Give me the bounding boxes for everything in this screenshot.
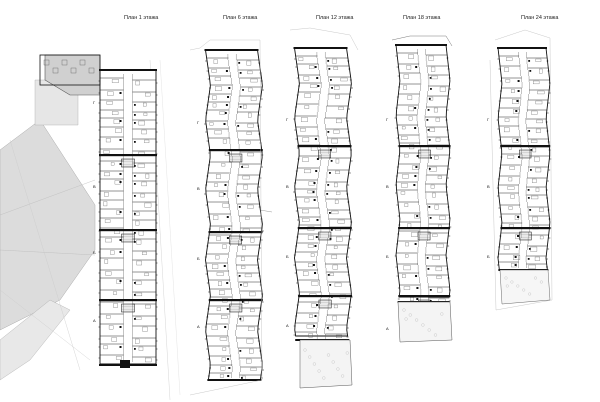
section-label-a: А: [286, 323, 289, 328]
section-label-b: Б: [386, 254, 389, 259]
section-label-v: В: [93, 184, 96, 189]
section-label-b: Б: [286, 254, 289, 259]
section-label-b: Б: [93, 250, 96, 255]
floor-plan-18: [394, 44, 452, 309]
section-label-a: А: [386, 326, 389, 331]
section-label-a: А: [93, 318, 96, 323]
terrace-floor-12: [289, 27, 359, 389]
section-label-b: Б: [197, 256, 200, 261]
section-label-v: В: [197, 186, 200, 191]
terrace-floor-24: [489, 29, 553, 311]
section-label-v: В: [286, 184, 289, 189]
plan-title-floor-18: План 18 этажа: [403, 15, 441, 21]
floor-plan-24: [496, 47, 552, 271]
section-label-g: Г: [93, 100, 96, 105]
section-label-g: Г: [487, 117, 490, 122]
section-label-b: Б: [487, 254, 490, 259]
floor-plan-1: [98, 69, 158, 366]
section-label-v: В: [386, 184, 389, 189]
site-outline-floor-6: [189, 39, 273, 396]
section-label-g: Г: [386, 117, 389, 122]
section-label-a: А: [197, 324, 200, 329]
plan-title-floor-6: План 6 этажа: [223, 15, 258, 21]
section-label-v: В: [487, 184, 490, 189]
plan-title-floor-24: План 24 этажа: [521, 15, 559, 21]
plan-title-floor-12: План 12 этажа: [316, 15, 354, 21]
floor-plan-12: [293, 47, 353, 341]
terrace-floor-18: [391, 35, 453, 343]
section-label-g: Г: [286, 117, 289, 122]
section-label-g: Г: [197, 120, 200, 125]
plan-title-floor-1: План 1 этажа: [124, 15, 159, 21]
site-context-floor-1: [0, 54, 181, 401]
entrance-wing-floor-1: [39, 54, 130, 368]
floor-plan-6: [204, 49, 264, 381]
